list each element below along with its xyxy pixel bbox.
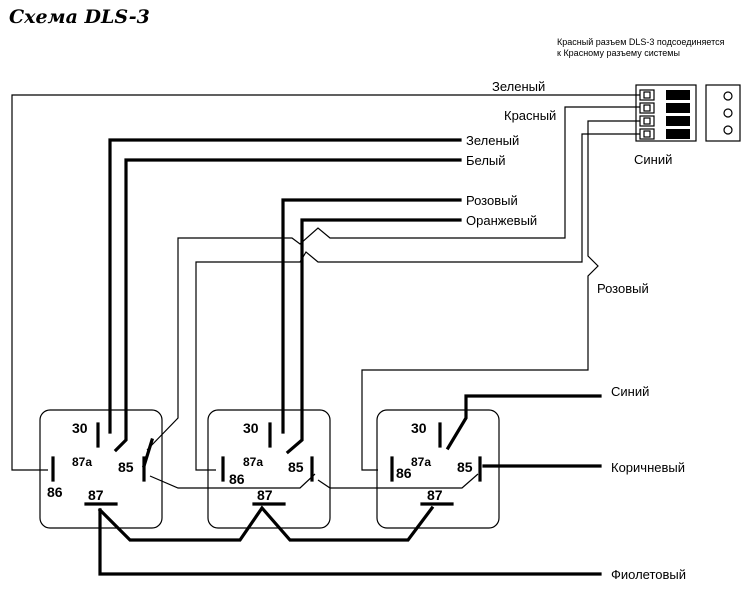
relay-2-box bbox=[207, 409, 331, 529]
relay-1-pin-87a: 87a bbox=[72, 455, 92, 469]
wire-87-link bbox=[97, 505, 435, 542]
label-brown: Коричневый bbox=[611, 460, 685, 475]
relay-3-contacts bbox=[390, 422, 482, 506]
wire-relay1-to-relay2 bbox=[149, 473, 316, 489]
label-blue-connector: Синий bbox=[634, 152, 672, 167]
label-green: Зеленый bbox=[466, 133, 519, 148]
relay-3-box bbox=[376, 409, 500, 529]
wire-violet bbox=[98, 508, 602, 576]
label-orange: Оранжевый bbox=[466, 213, 537, 228]
relay-2-contacts bbox=[221, 422, 314, 506]
relay-1-contacts bbox=[51, 422, 154, 506]
label-violet: Фиолетовый bbox=[611, 567, 686, 582]
wire-blue bbox=[445, 394, 602, 451]
wire-orange bbox=[285, 218, 462, 455]
wire-green-outer bbox=[11, 94, 640, 471]
wire-relay2-to-relay3 bbox=[317, 473, 479, 489]
label-green-top: Зеленый bbox=[492, 79, 545, 94]
system-connector-hole-3 bbox=[723, 125, 733, 135]
label-red: Красный bbox=[504, 108, 556, 123]
wire-pink-connector bbox=[361, 120, 640, 471]
connector-note-line-2: к Красному разъему системы bbox=[557, 48, 680, 58]
relay-1-pins: 30 87a 85 86 87 bbox=[47, 420, 134, 503]
relay-1-pin-87: 87 bbox=[88, 487, 104, 503]
connector-note-line-1: Красный разъем DLS-3 подсоединяется bbox=[557, 37, 725, 47]
relay-3-pin-87: 87 bbox=[427, 487, 443, 503]
diagram-title: Схема DLS-3 bbox=[9, 6, 150, 28]
wire-white bbox=[113, 158, 462, 453]
relay-3-pin-86: 86 bbox=[396, 465, 412, 481]
relay-2-pin-87: 87 bbox=[257, 487, 273, 503]
label-pink-right: Розовый bbox=[597, 281, 649, 296]
relay-2-pin-85: 85 bbox=[288, 459, 304, 475]
label-blue: Синий bbox=[611, 384, 649, 399]
relay-3-pin-85: 85 bbox=[457, 459, 473, 475]
relay-2-pin-86: 86 bbox=[229, 471, 245, 487]
relay-2-pins: 30 87a 85 86 87 bbox=[229, 420, 304, 503]
wire-connector-relay2 bbox=[195, 133, 640, 471]
relay-3-pin-30: 30 bbox=[411, 420, 427, 436]
system-connector-hole-2 bbox=[723, 108, 733, 118]
label-pink: Розовый bbox=[466, 193, 518, 208]
system-connector-hole-1 bbox=[723, 91, 733, 101]
label-white: Белый bbox=[466, 153, 506, 168]
wire-pink bbox=[281, 198, 462, 434]
relay-2-pin-87a: 87a bbox=[243, 455, 263, 469]
relay-3-pin-87a: 87a bbox=[411, 455, 431, 469]
relay-2-pin-30: 30 bbox=[243, 420, 259, 436]
relay-1-pin-30: 30 bbox=[72, 420, 88, 436]
connector-pin-2 bbox=[639, 102, 655, 114]
relay-1-pin-86: 86 bbox=[47, 484, 63, 500]
relay-3-pins: 30 87a 85 86 87 bbox=[396, 420, 473, 503]
wire-red bbox=[146, 106, 640, 451]
wire-green bbox=[108, 138, 462, 434]
relay-1-pin-85: 85 bbox=[118, 459, 134, 475]
dls3-connector bbox=[635, 84, 697, 142]
system-connector bbox=[705, 84, 741, 142]
connector-note: Красный разъем DLS-3 подсоединяется к Кр… bbox=[557, 37, 724, 59]
